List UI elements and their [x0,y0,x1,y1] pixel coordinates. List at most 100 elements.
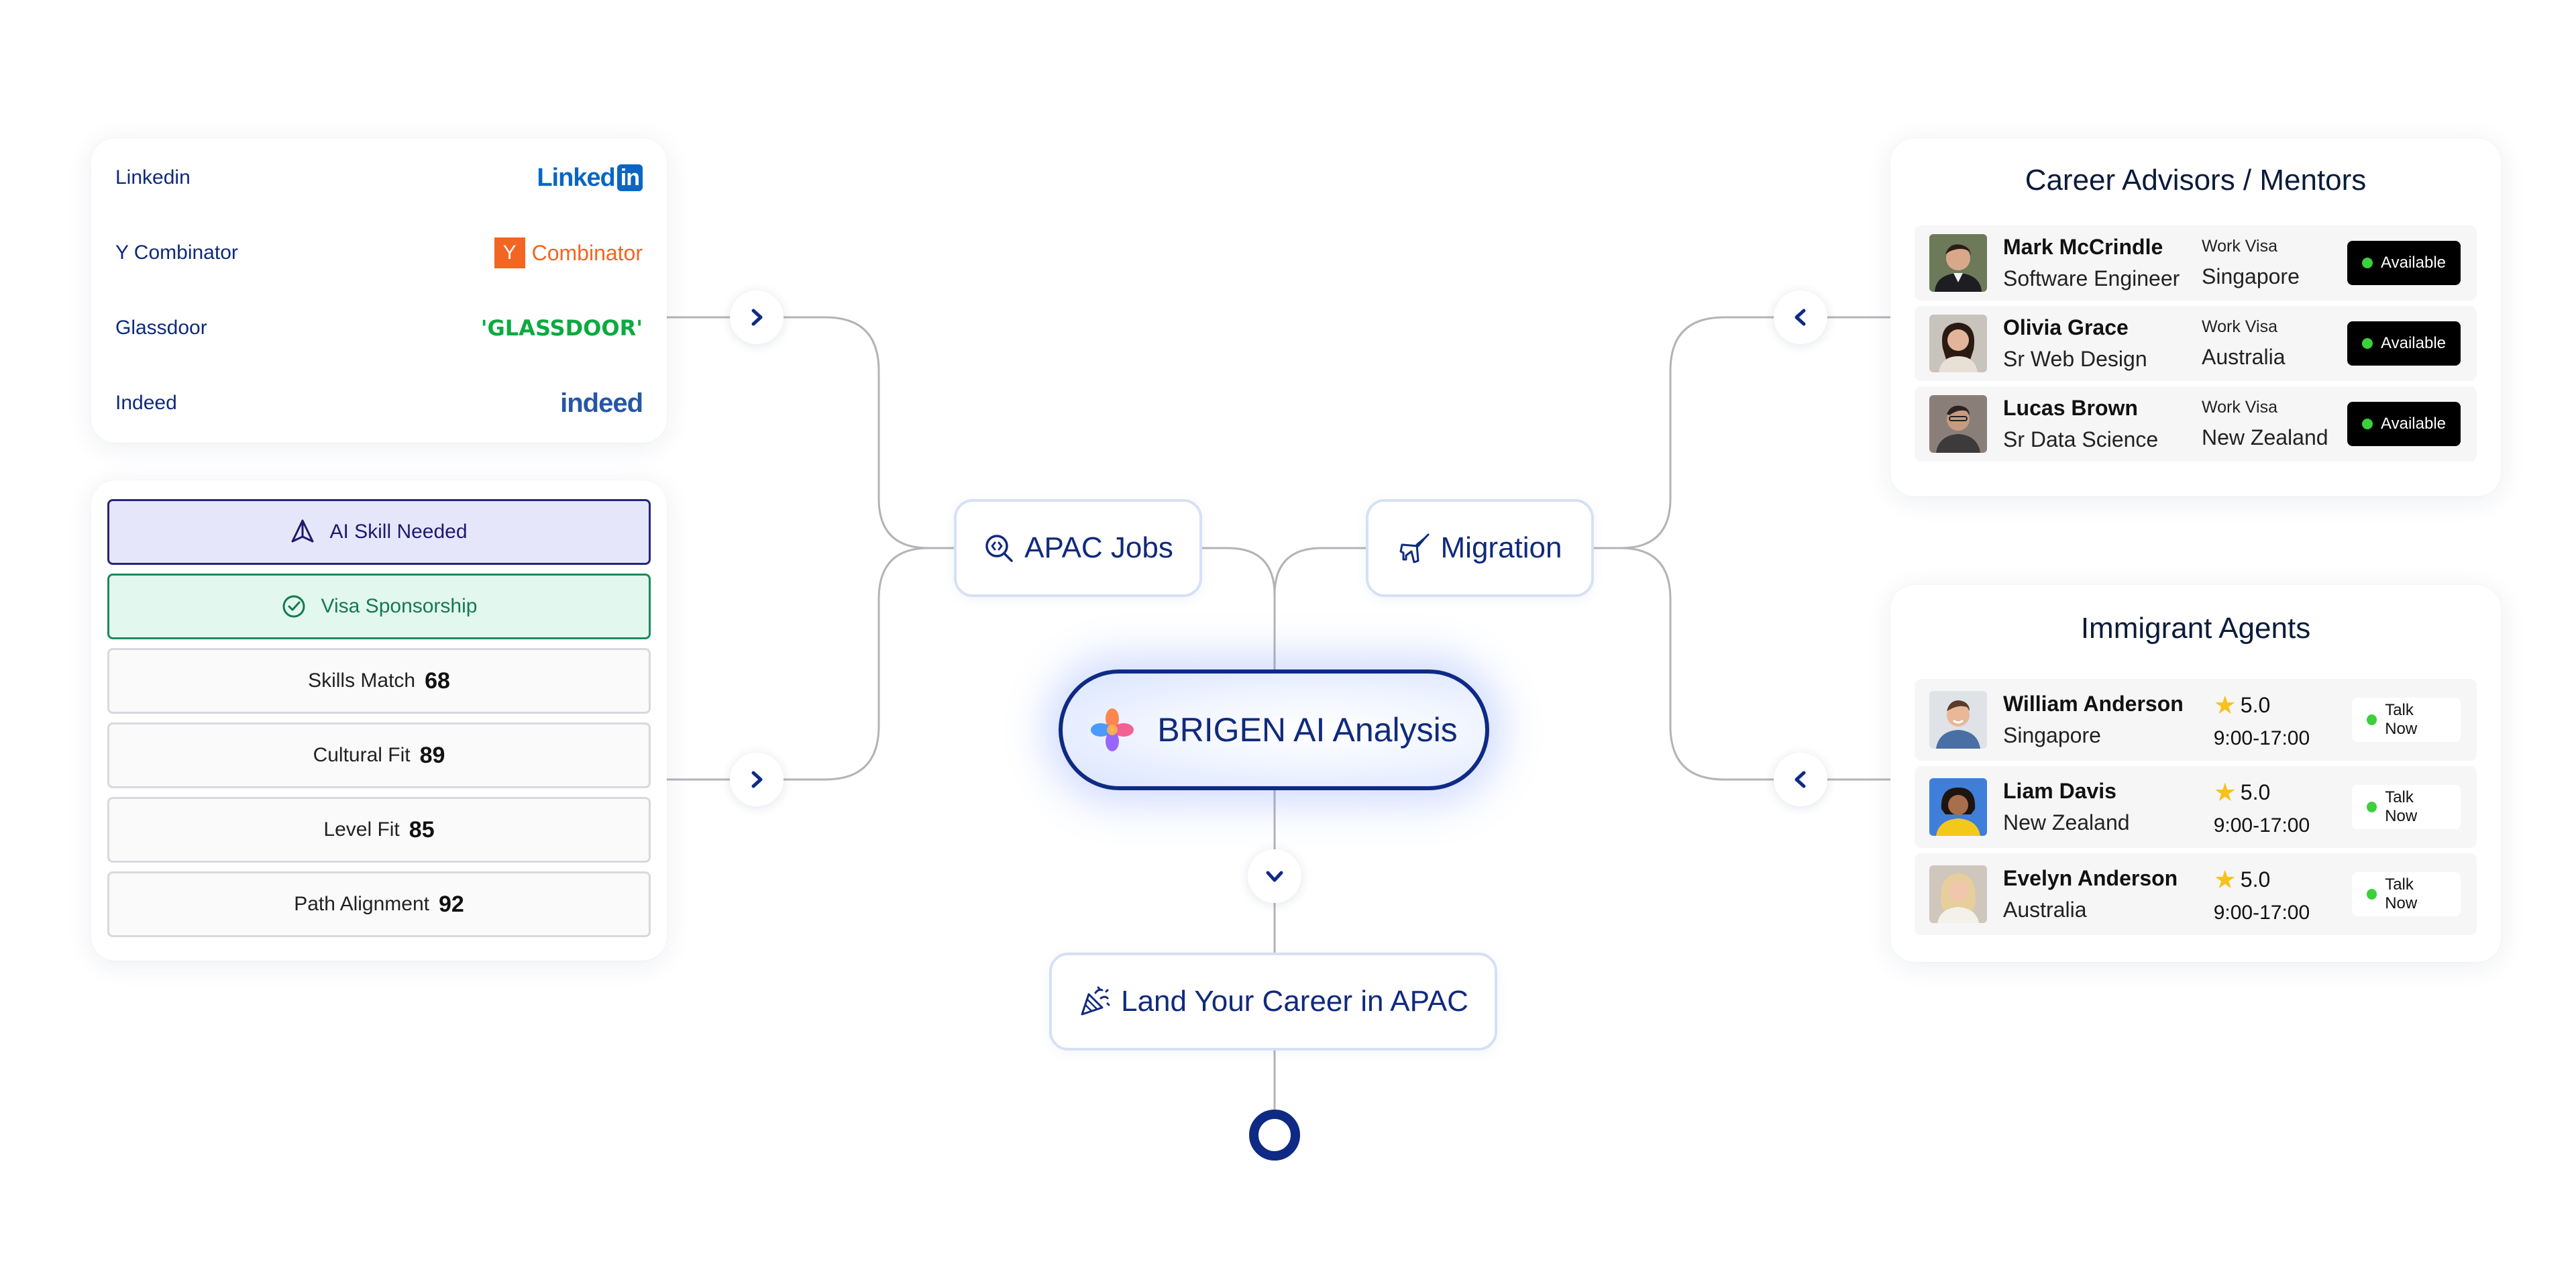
metric-label: Level Fit [323,818,400,841]
agent-name: Evelyn Anderson [2003,866,2178,890]
source-row-indeed[interactable]: Indeed indeed [115,366,643,441]
star-icon: ★ [2213,691,2237,720]
migration-node[interactable]: Migration [1366,499,1594,597]
agent-row[interactable]: Liam Davis New Zealand ★5.0 9:00-17:00 T… [1915,766,2477,848]
visa-type: Work Visa [2201,317,2277,336]
avatar [1929,315,1987,372]
status-dot-icon [2362,258,2373,268]
visa-type: Work Visa [2201,398,2277,417]
agent-rating: ★5.0 [2213,865,2271,894]
indeed-logo: indeed [560,388,643,418]
source-label: Linkedin [115,166,191,189]
check-circle-icon [281,594,307,619]
talk-now-button[interactable]: Talk Now [2352,872,2461,916]
metric-label: Cultural Fit [313,744,411,766]
source-label: Indeed [115,392,177,414]
advisor-location: Australia [2201,345,2286,369]
agent-name: William Anderson [2003,692,2184,716]
ai-skill-label: AI Skill Needed [329,521,468,543]
brigen-flower-logo-icon [1090,708,1134,752]
chevron-right-icon[interactable] [730,290,784,344]
visa-type: Work Visa [2201,237,2277,256]
ai-sparkle-icon [290,519,315,545]
metric-score: 85 [409,816,435,843]
apac-jobs-label: APAC Jobs [1024,531,1173,564]
agent-rating: ★5.0 [2213,691,2271,720]
migration-label: Migration [1440,531,1562,564]
chevron-right-icon[interactable] [730,753,784,806]
advisor-row[interactable]: Mark McCrindle Software Engineer Work Vi… [1915,225,2477,301]
chevron-left-icon[interactable] [1774,290,1827,344]
status-dot-icon [2362,338,2373,349]
source-label: Y Combinator [115,241,238,264]
metric-label: Path Alignment [294,893,429,915]
source-row-glassdoor[interactable]: Glassdoor 'GLASSDOOR' [115,290,643,366]
agent-location: New Zealand [2003,810,2130,835]
status-dot-icon [2362,419,2373,429]
status-dot-icon [2367,802,2377,812]
apac-jobs-node[interactable]: APAC Jobs [954,499,1202,597]
talk-now-button[interactable]: Talk Now [2352,698,2461,742]
metric-skills-match: Skills Match 68 [107,648,651,714]
agent-row[interactable]: William Anderson Singapore ★5.0 9:00-17:… [1915,679,2477,761]
match-metrics-card: AI Skill Needed Visa Sponsorship Skills … [91,480,667,961]
immigrant-agents-card: Immigrant Agents William Anderson Singap… [1890,585,2501,962]
career-advisors-card: Career Advisors / Mentors Mark McCrindle… [1890,138,2501,496]
agent-location: Singapore [2003,723,2101,747]
metric-score: 92 [438,891,464,917]
agent-row[interactable]: Evelyn Anderson Australia ★5.0 9:00-17:0… [1915,853,2477,935]
metric-level-fit: Level Fit 85 [107,797,651,863]
chevron-left-icon[interactable] [1774,753,1827,806]
hub-label: BRIGEN AI Analysis [1157,711,1458,749]
status-badge[interactable]: Available [2347,321,2461,366]
metric-score: 89 [419,742,445,768]
agent-name: Liam Davis [2003,779,2116,803]
agent-location: Australia [2003,898,2087,922]
advisor-row[interactable]: Olivia Grace Sr Web Design Work Visa Aus… [1915,306,2477,381]
talk-now-button[interactable]: Talk Now [2352,785,2461,829]
metric-path-alignment: Path Alignment 92 [107,871,651,937]
avatar [1929,691,1987,749]
advisor-name: Olivia Grace [2003,315,2129,339]
status-dot-icon [2367,714,2377,725]
status-dot-icon [2367,889,2377,900]
advisor-row[interactable]: Lucas Brown Sr Data Science Work Visa Ne… [1915,386,2477,462]
status-badge[interactable]: Available [2347,402,2461,446]
advisor-role: Sr Web Design [2003,347,2147,371]
agent-hours: 9:00-17:00 [2213,727,2310,749]
visa-sponsorship-label: Visa Sponsorship [321,595,478,617]
search-code-icon [983,532,1015,564]
land-career-label: Land Your Career in APAC [1121,985,1468,1018]
airplane-icon [1398,531,1432,565]
advisor-name: Mark McCrindle [2003,235,2163,259]
avatar [1929,234,1987,292]
ai-skill-needed-tag[interactable]: AI Skill Needed [107,499,651,565]
star-icon: ★ [2213,865,2237,894]
advisor-name: Lucas Brown [2003,396,2138,420]
avatar [1929,865,1987,923]
metric-cultural-fit: Cultural Fit 89 [107,722,651,788]
brigen-ai-analysis-hub[interactable]: BRIGEN AI Analysis [1059,669,1489,790]
advisor-location: New Zealand [2201,425,2328,449]
advisor-role: Software Engineer [2003,266,2180,290]
panel-title: Career Advisors / Mentors [2025,164,2367,197]
chevron-down-icon[interactable] [1248,849,1301,903]
panel-title: Immigrant Agents [2080,612,2311,645]
avatar [1929,778,1987,836]
advisor-location: Singapore [2201,264,2300,288]
agent-hours: 9:00-17:00 [2213,901,2310,924]
visa-sponsorship-tag[interactable]: Visa Sponsorship [107,574,651,639]
avatar [1929,395,1987,453]
status-badge[interactable]: Available [2347,241,2461,285]
agent-rating: ★5.0 [2213,778,2271,807]
star-icon: ★ [2213,778,2237,807]
agent-hours: 9:00-17:00 [2213,814,2310,837]
source-label: Glassdoor [115,317,207,339]
metric-label: Skills Match [308,669,416,692]
land-career-node[interactable]: Land Your Career in APAC [1049,953,1497,1051]
glassdoor-logo: 'GLASSDOOR' [480,315,643,341]
